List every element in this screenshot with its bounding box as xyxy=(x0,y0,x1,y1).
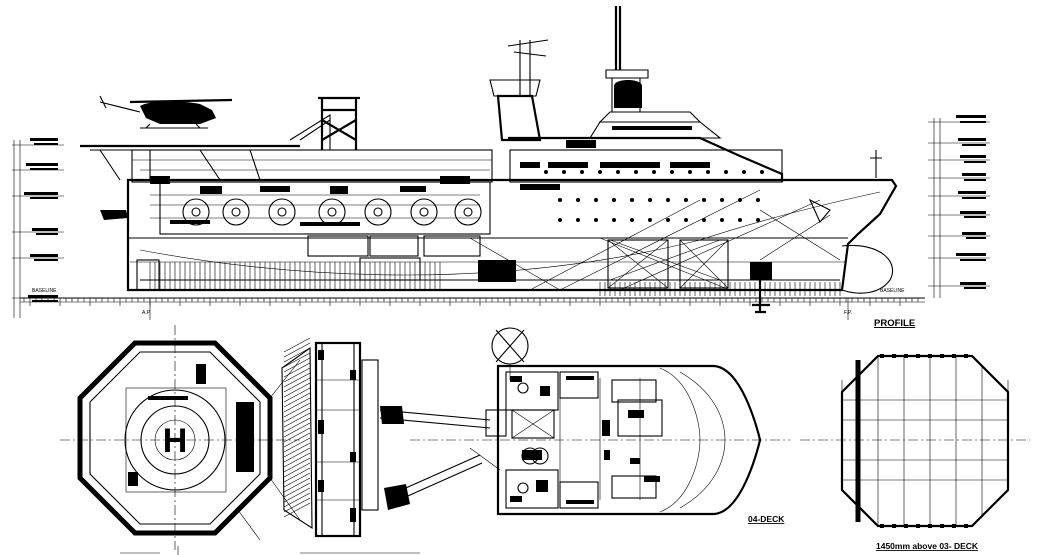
winch-houses xyxy=(307,235,729,289)
left-level-scale xyxy=(12,138,64,318)
helideck-structure-caption: 1450mm above 03- DECK xyxy=(876,541,979,551)
helideck-h-marking: H xyxy=(163,422,188,460)
helideck-plan: H xyxy=(60,325,301,550)
aft-perpendicular-label: A.P. xyxy=(142,310,151,316)
deck-04-title: 04-DECK xyxy=(748,514,785,524)
profile-title: PROFILE xyxy=(874,318,915,329)
aft-deck-machinery xyxy=(80,95,493,235)
bottom-partial-marks xyxy=(120,546,420,555)
helideck-structure-plan: 1450mm above 03- DECK xyxy=(800,354,1030,551)
hull-profile xyxy=(126,170,898,314)
profile-view: BASELINE BASELINE A.P. F.P. xyxy=(12,6,990,329)
right-level-scale xyxy=(928,115,990,298)
frame-scale-baseline: BASELINE BASELINE A.P. F.P. xyxy=(20,288,925,320)
baseline-label-left: BASELINE xyxy=(32,288,57,294)
deck-04-plan: 04-DECK xyxy=(410,364,790,524)
portholes xyxy=(544,170,764,222)
cranes-plan xyxy=(379,327,529,510)
hatched-deck-segment xyxy=(281,337,313,530)
baseline-label-right: BASELINE xyxy=(880,288,905,294)
superstructure xyxy=(489,6,882,224)
winch-drum-strip xyxy=(314,341,379,538)
helicopter-profile xyxy=(99,95,233,129)
